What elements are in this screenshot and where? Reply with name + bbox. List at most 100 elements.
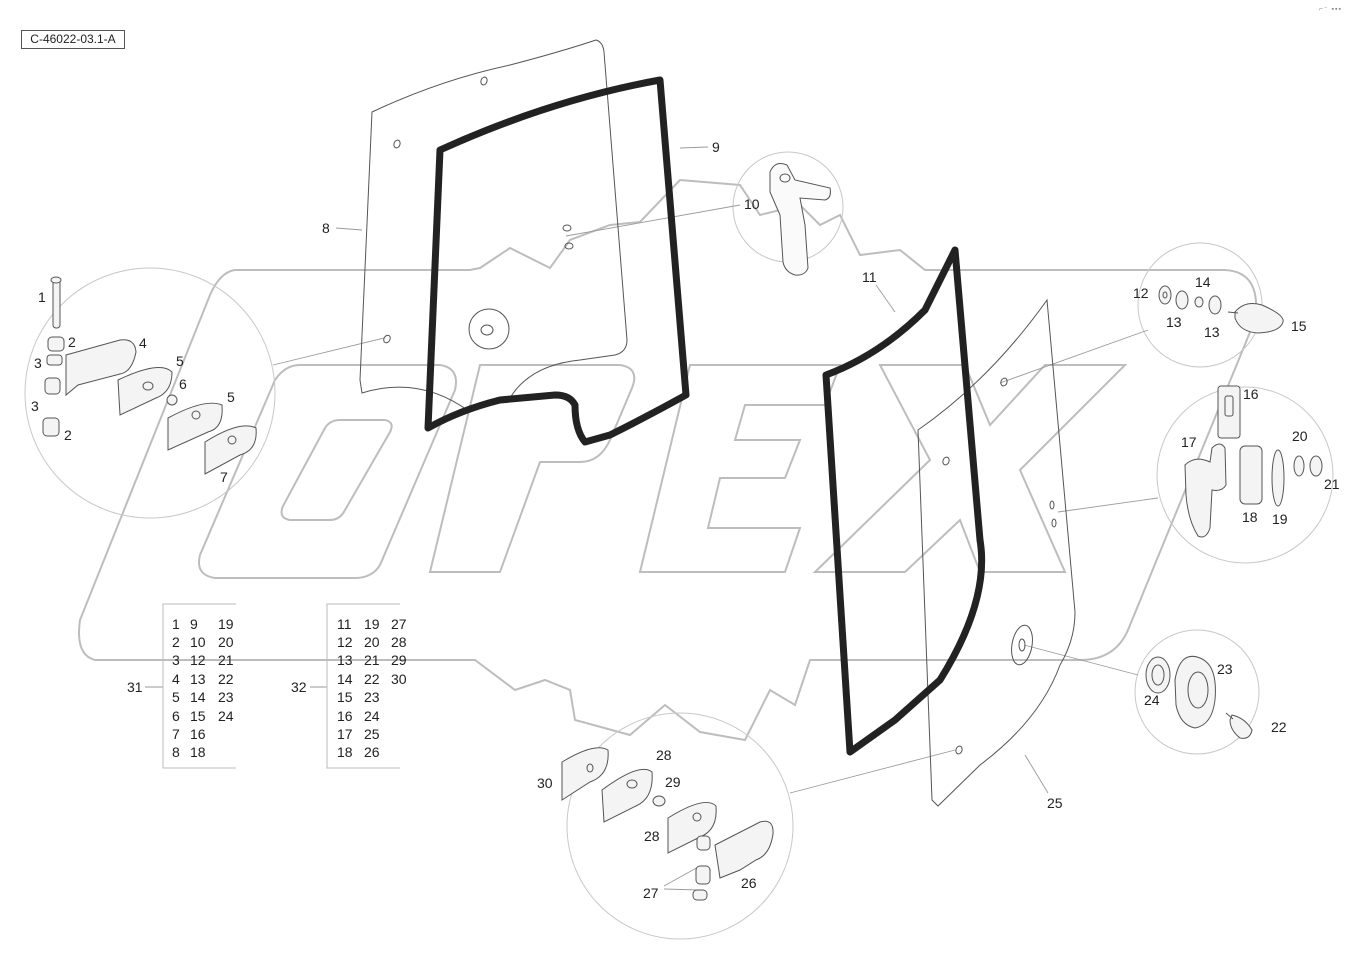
- kit32-r0c0: 11: [337, 616, 352, 632]
- callout-26: 26: [741, 875, 757, 891]
- washer-part-29: [652, 795, 666, 807]
- callout-21: 21: [1324, 476, 1340, 492]
- kit32-r3c1: 22: [364, 671, 380, 687]
- corner-mark: ⌐⁻ ▪▪▪: [1318, 6, 1342, 13]
- kit32-r0c1: 19: [364, 616, 380, 632]
- kit31-r0c2: 19: [218, 616, 234, 632]
- leader-lines: [145, 146, 1159, 891]
- kit31-r1c1: 10: [190, 634, 206, 650]
- kit31-r6c0: 7: [172, 726, 180, 742]
- kit31-r6c1: 16: [190, 726, 206, 742]
- callout-14: 14: [1195, 274, 1211, 290]
- callout-2b: 2: [64, 427, 72, 443]
- bushing-part-27c: [692, 889, 708, 901]
- kit31-r5c1: 15: [190, 708, 206, 724]
- kit31-r3c0: 4: [172, 671, 180, 687]
- plate-part-19: [1271, 449, 1285, 507]
- kit31-r2c2: 21: [218, 652, 234, 668]
- callout-31: 31: [127, 679, 143, 695]
- kit32-r3c2: 30: [391, 671, 407, 687]
- stop-parts: [1158, 285, 1284, 334]
- callout-16: 16: [1243, 386, 1259, 402]
- latch-handle-part-17: [1184, 443, 1227, 538]
- left-hinge-parts: [42, 276, 257, 475]
- kit32-r1c0: 12: [337, 634, 353, 650]
- callout-25: 25: [1047, 795, 1063, 811]
- kit31-r0c1: 9: [190, 616, 198, 632]
- callout-4: 4: [139, 335, 147, 351]
- kit32-r5c1: 24: [364, 708, 380, 724]
- detail-circle-bumper: [1134, 629, 1260, 755]
- kit-31-table: 1 9 19 2 10 20 3 12 21 4 13 22 5 14 23 6…: [172, 616, 234, 760]
- callout-20: 20: [1292, 428, 1308, 444]
- bumper-parts: [1145, 655, 1253, 739]
- bushing-part-27a: [696, 835, 711, 851]
- callout-3a: 3: [34, 355, 42, 371]
- kit31-r5c0: 6: [172, 708, 180, 724]
- lock-parts: [1184, 385, 1323, 538]
- washer-part-6: [166, 394, 178, 406]
- bushing-part-27b: [695, 865, 711, 885]
- kit31-r1c2: 20: [218, 634, 234, 650]
- kit31-r7c0: 8: [172, 744, 180, 760]
- plate-part-5a: [117, 367, 173, 416]
- kit-32-table: 11 19 27 12 20 28 13 21 29 14 22 30 15 2…: [337, 616, 407, 760]
- callout-28a: 28: [656, 747, 672, 763]
- kit32-r2c1: 21: [364, 652, 380, 668]
- callout-7: 7: [220, 469, 228, 485]
- callout-32: 32: [291, 679, 307, 695]
- kit31-r3c2: 22: [218, 671, 234, 687]
- detail-circles: [24, 151, 1334, 940]
- callout-11: 11: [862, 269, 877, 285]
- bushing-part-2b: [42, 417, 60, 437]
- kit32-r1c1: 20: [364, 634, 380, 650]
- callout-5a: 5: [176, 353, 184, 369]
- drawing-code-label: C-46022-03.1-A: [21, 30, 125, 49]
- kit31-r4c0: 5: [172, 689, 180, 705]
- hinge-plate-part-26: [714, 820, 774, 879]
- kit31-r4c2: 23: [218, 689, 234, 705]
- washer-part-13b: [1208, 295, 1222, 315]
- callout-18: 18: [1242, 509, 1258, 525]
- callout-labels: 8 9 10 11 1 2 2 3 3 4 5 5 6 7 12 14 13 1…: [31, 139, 1340, 901]
- callout-17: 17: [1181, 434, 1197, 450]
- kit31-r3c1: 13: [190, 671, 206, 687]
- callout-24: 24: [1144, 692, 1160, 708]
- callout-2a: 2: [68, 334, 76, 350]
- kit32-r4c1: 23: [364, 689, 380, 705]
- nut-part-21: [1309, 455, 1323, 477]
- kit31-r5c2: 24: [218, 708, 234, 724]
- bumper-part-15: [1234, 303, 1284, 334]
- bushing-part-3b: [44, 377, 61, 395]
- handle-part-10: [769, 163, 831, 276]
- plate-part-30: [561, 747, 609, 801]
- plate-part-5b: [167, 402, 223, 451]
- kit32-r0c2: 27: [391, 616, 407, 632]
- glass-panel-part-25: [917, 298, 1076, 807]
- callout-5b: 5: [227, 389, 235, 405]
- opex-watermark-logo: [78, 178, 1258, 742]
- detail-circle-bottom-hinge: [566, 712, 794, 940]
- kit31-r2c0: 3: [172, 652, 180, 668]
- nut-part-14: [1194, 296, 1204, 308]
- kit32-r7c0: 18: [337, 744, 353, 760]
- callout-8: 8: [322, 220, 330, 236]
- hinge-plate-part-4: [65, 339, 137, 397]
- callout-13a: 13: [1166, 314, 1182, 330]
- kit31-r7c1: 18: [190, 744, 206, 760]
- kit31-r0c0: 1: [172, 616, 180, 632]
- callout-1: 1: [38, 289, 46, 305]
- callout-10: 10: [744, 196, 760, 212]
- callout-13b: 13: [1204, 324, 1220, 340]
- callout-9: 9: [712, 139, 720, 155]
- kit31-r2c1: 12: [190, 652, 206, 668]
- callout-15: 15: [1291, 318, 1307, 334]
- glass-panel-part-8: [359, 39, 628, 413]
- kit32-r6c1: 25: [364, 726, 380, 742]
- bushing-part-2a: [47, 336, 65, 352]
- kit32-r2c2: 29: [391, 652, 407, 668]
- callout-23: 23: [1217, 661, 1233, 677]
- callout-12: 12: [1133, 285, 1149, 301]
